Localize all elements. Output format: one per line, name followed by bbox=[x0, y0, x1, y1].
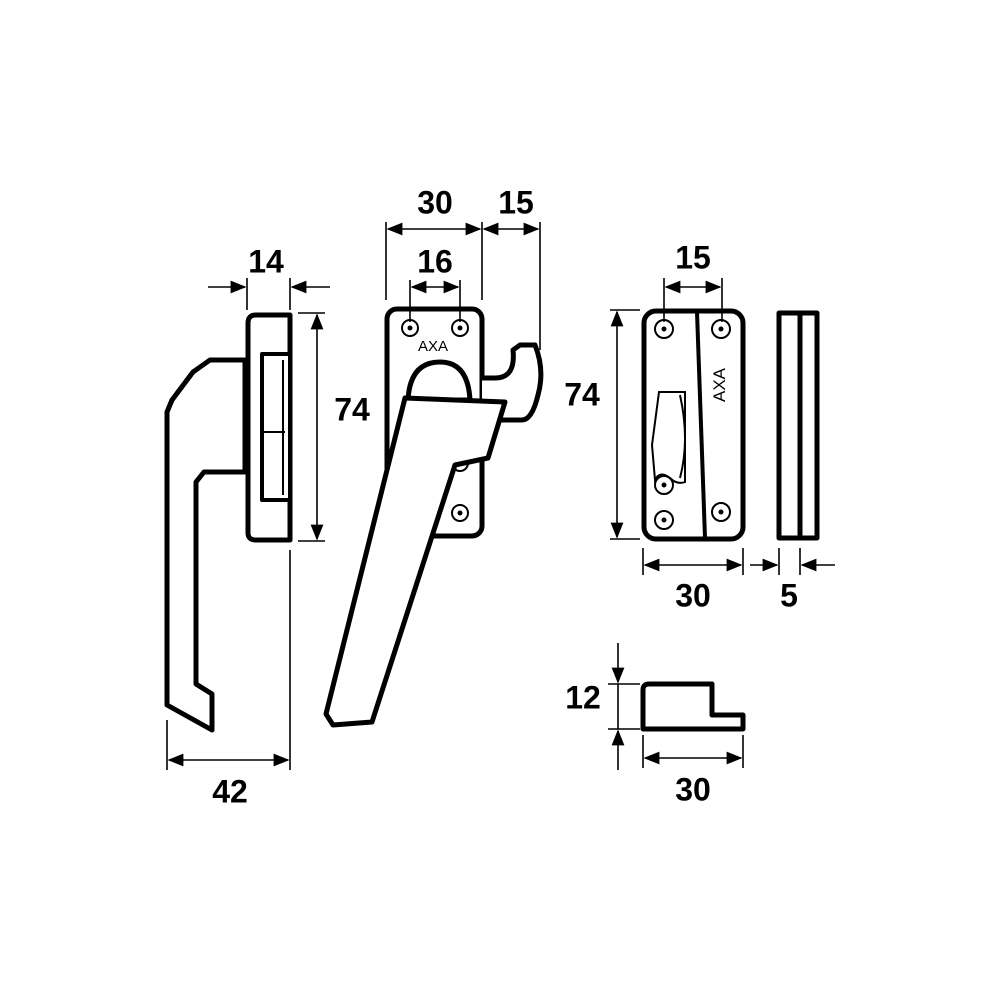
dim-keeper-screw-spacing: 15 bbox=[675, 239, 711, 276]
dimension-lines bbox=[166, 222, 835, 770]
screw-icon bbox=[654, 319, 731, 530]
side-view-handle bbox=[164, 312, 293, 733]
wedge-piece bbox=[640, 681, 746, 732]
keeper-side bbox=[776, 310, 820, 541]
dim-wedge-width: 30 bbox=[675, 771, 711, 808]
dim-wedge-height: 12 bbox=[565, 679, 601, 716]
dim-side-height: 74 bbox=[334, 391, 370, 428]
dim-screw-spacing: 16 bbox=[417, 243, 453, 280]
dim-side-projection: 42 bbox=[212, 773, 248, 810]
front-view-handle: AXA bbox=[323, 306, 544, 728]
dim-side-width: 14 bbox=[248, 243, 284, 280]
keeper-plate: AXA bbox=[641, 308, 746, 542]
dim-keeper-height: 74 bbox=[564, 376, 600, 413]
dim-keeper-thickness: 5 bbox=[780, 577, 798, 614]
dim-hook-offset: 15 bbox=[498, 184, 534, 221]
dim-front-width: 30 bbox=[417, 184, 453, 221]
brand-label: AXA bbox=[418, 338, 448, 355]
dim-keeper-width: 30 bbox=[675, 577, 711, 614]
keeper-brand-label: AXA bbox=[710, 367, 729, 402]
